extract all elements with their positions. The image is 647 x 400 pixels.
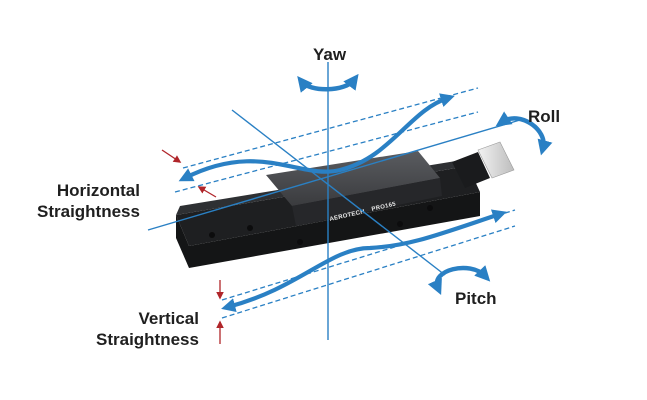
pitch-rotation-arrow — [427, 265, 491, 295]
yaw-label: Yaw — [313, 45, 347, 64]
horizontal-straightness-label: Horizontal Straightness — [37, 180, 140, 222]
roll-label: Roll — [528, 107, 561, 126]
horizontal-straightness-line-2: Straightness — [37, 202, 140, 221]
roll-rotation-arrow — [495, 111, 553, 156]
stage-model: PRO165 — [371, 201, 397, 213]
vertical-straightness-wave-arrow — [221, 209, 507, 313]
yaw-rotation-arrow — [297, 73, 359, 93]
pitch-label: Pitch — [455, 289, 497, 308]
vertical-straightness-line-2: Straightness — [96, 330, 199, 349]
vertical-straightness-label: Vertical Straightness — [96, 308, 199, 350]
linear-stage: AEROTECH PRO165 — [176, 151, 490, 268]
vertical-straightness-line-1: Vertical — [138, 309, 199, 328]
horizontal-straightness-indicators — [161, 149, 217, 198]
horizontal-straightness-line-1: Horizontal — [56, 181, 140, 200]
horizontal-straightness-wave-arrow — [178, 93, 455, 182]
stage-motor — [477, 141, 515, 179]
